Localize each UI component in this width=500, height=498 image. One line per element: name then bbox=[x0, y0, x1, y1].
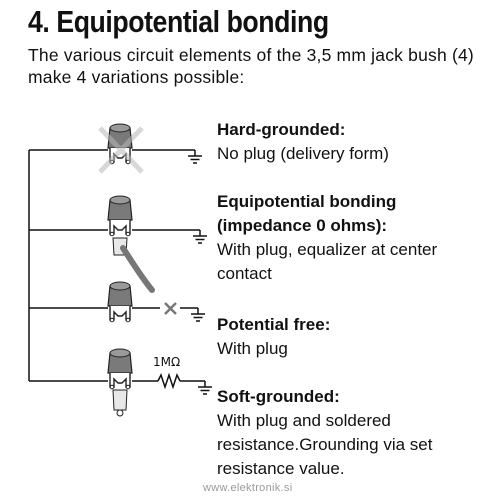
variation-potential-free: Potential free: With plug bbox=[217, 313, 330, 361]
jack-socket-icon bbox=[107, 281, 133, 323]
variation-description: With plug, equalizer at center contact bbox=[217, 240, 438, 283]
variation-description: No plug (delivery form) bbox=[217, 144, 389, 163]
ground-icon bbox=[187, 149, 203, 164]
variation-heading: Soft-grounded: bbox=[217, 387, 340, 406]
ground-icon bbox=[192, 229, 208, 244]
jack-socket-icon bbox=[107, 195, 133, 237]
crossed-out-icon bbox=[98, 126, 144, 174]
plug-icon bbox=[112, 389, 128, 417]
cross-mark-icon bbox=[164, 302, 177, 315]
ground-icon bbox=[197, 380, 213, 395]
variation-heading: Hard-grounded: bbox=[217, 120, 346, 139]
ground-icon bbox=[190, 307, 206, 322]
variation-soft-grounded: Soft-grounded: With plug and soldered re… bbox=[217, 385, 432, 481]
plug-icon bbox=[112, 237, 155, 293]
resistor-label: 1MΩ bbox=[153, 355, 181, 369]
footer-watermark: www.elektronik.si bbox=[203, 482, 293, 494]
variation-hard-grounded: Hard-grounded: No plug (delivery form) bbox=[217, 118, 389, 166]
jack-socket-icon bbox=[107, 348, 133, 390]
variation-heading: Equipotential bonding (impedance 0 ohms)… bbox=[217, 192, 397, 235]
variation-description: With plug bbox=[217, 339, 288, 358]
variation-equipotential-bonding: Equipotential bonding (impedance 0 ohms)… bbox=[217, 190, 437, 286]
resistor-icon bbox=[157, 372, 181, 390]
intro-text: The various circuit elements of the 3,5 … bbox=[28, 45, 474, 87]
variation-description: With plug and soldered resistance.Ground… bbox=[217, 411, 433, 478]
page-title: 4. Equipotential bonding bbox=[28, 4, 329, 39]
variation-heading: Potential free: bbox=[217, 315, 331, 334]
